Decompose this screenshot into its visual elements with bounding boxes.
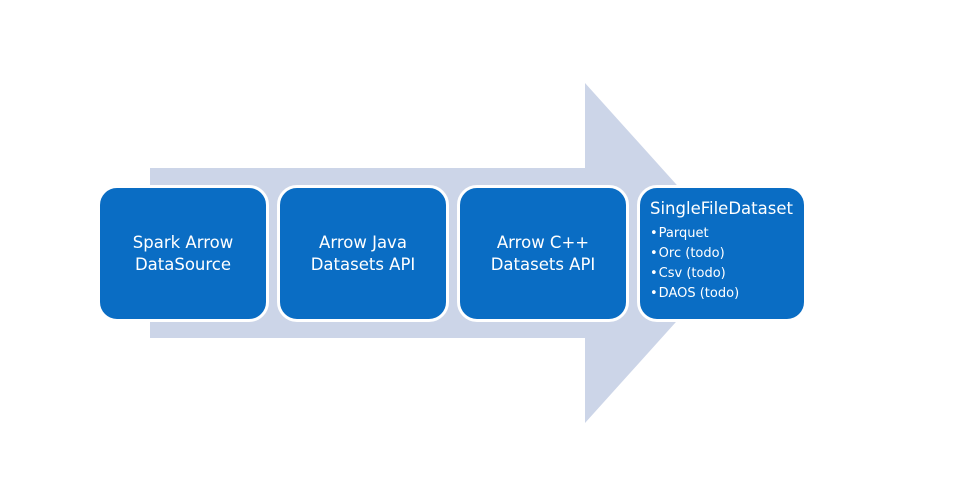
spark-arrow-datasource-box: Spark Arrow DataSource (97, 185, 269, 322)
list-item: •Csv (todo) (650, 264, 804, 284)
list-item: •Parquet (650, 224, 804, 244)
list-item-label: Parquet (658, 226, 709, 241)
list-item-label: Csv (todo) (658, 266, 726, 281)
format-list: •Parquet •Orc (todo) •Csv (todo) •DAOS (… (650, 224, 804, 304)
arrow-cpp-datasets-api-box: Arrow C++ Datasets API (457, 185, 629, 322)
bullet-glyph: • (650, 226, 658, 241)
box-label-line: Spark Arrow (132, 232, 234, 252)
list-item-label: DAOS (todo) (658, 286, 740, 301)
box-label-line: DataSource (134, 254, 232, 274)
list-item: •DAOS (todo) (650, 284, 804, 304)
bullet-glyph: • (650, 246, 658, 261)
box-label-line: Datasets API (310, 254, 416, 274)
list-item: •Orc (todo) (650, 244, 804, 264)
bullet-glyph: • (650, 266, 658, 281)
single-file-dataset-box: SingleFileDataset •Parquet •Orc (todo) •… (637, 185, 807, 322)
arrow-java-datasets-api-box: Arrow Java Datasets API (277, 185, 449, 322)
box-label-line: Arrow Java (319, 232, 407, 252)
bullet-glyph: • (650, 286, 658, 301)
box-label-line: Arrow C++ (496, 232, 590, 252)
list-item-label: Orc (todo) (658, 246, 725, 261)
box-label-line: Datasets API (490, 254, 596, 274)
box-title: SingleFileDataset (650, 199, 793, 218)
